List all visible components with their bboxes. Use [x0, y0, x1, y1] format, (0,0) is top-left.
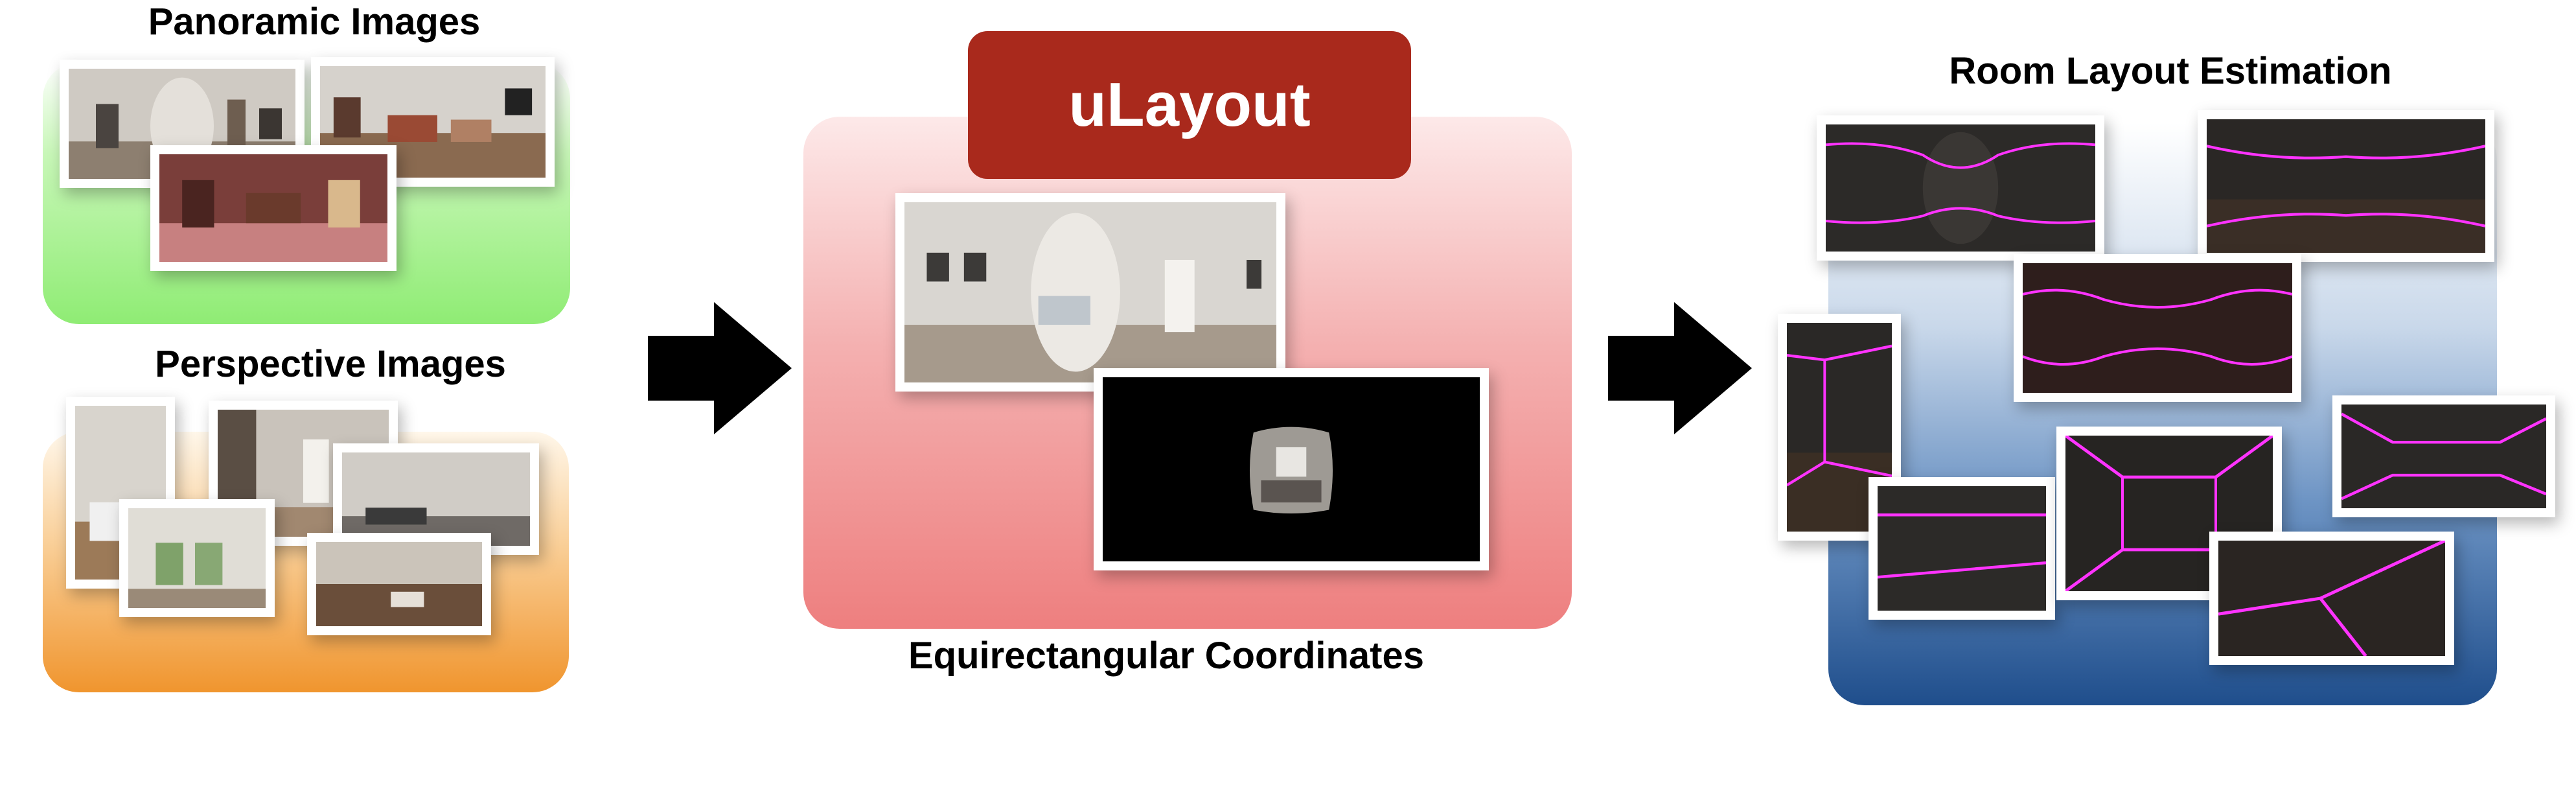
room-layout-estimation-title: Room Layout Estimation — [1949, 50, 2392, 92]
ulayout-label: uLayout — [1068, 70, 1311, 139]
equirectangular-projected-perspective-photo — [1094, 368, 1489, 570]
perspective-photo-windows — [119, 499, 275, 617]
layout-perspective-photo-kitchen — [2209, 532, 2454, 665]
perspective-images-title: Perspective Images — [155, 343, 506, 385]
layout-panorama-photo-hallway — [1817, 115, 2104, 261]
layout-panorama-photo-dining-room — [2014, 254, 2301, 402]
panorama-photo-dining-room — [150, 145, 397, 271]
arrow-right-icon — [648, 302, 792, 434]
panoramic-images-title: Panoramic Images — [148, 1, 481, 43]
layout-perspective-photo-corridor — [2056, 427, 2282, 600]
layout-perspective-photo-windows — [1869, 477, 2055, 620]
layout-panorama-photo-living-room — [2198, 110, 2494, 262]
ulayout-label-box: uLayout — [968, 31, 1411, 179]
perspective-photo-kitchen — [307, 533, 491, 635]
equirectangular-coordinates-caption: Equirectangular Coordinates — [908, 635, 1425, 677]
equirectangular-panorama-photo — [895, 193, 1285, 392]
arrow-right-icon — [1608, 302, 1752, 434]
layout-perspective-photo-lounge — [2332, 395, 2555, 517]
